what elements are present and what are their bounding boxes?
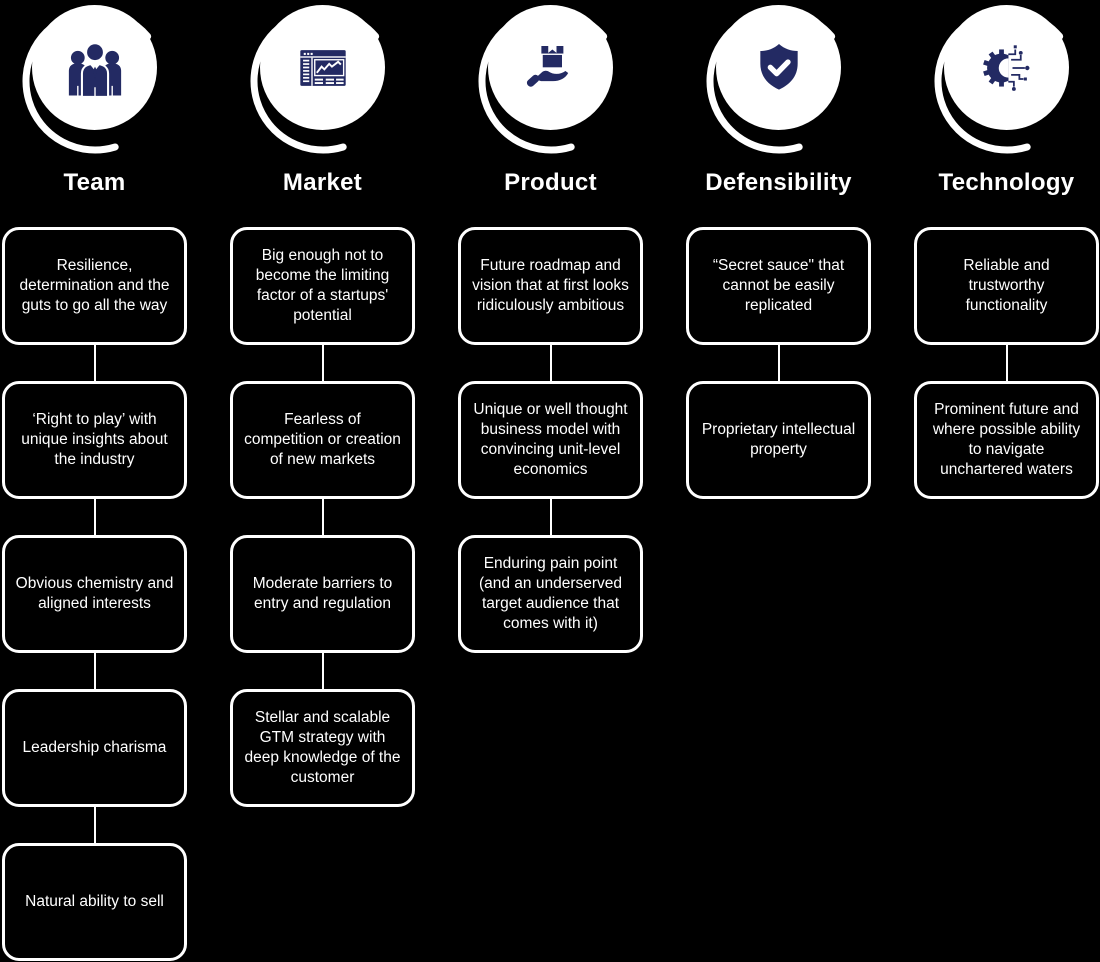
technology-header: Technology (914, 0, 1099, 227)
criteria-text: Stellar and scalable GTM strategy with d… (244, 709, 401, 786)
connector-line (93, 345, 96, 381)
connector-line (321, 345, 324, 381)
column-title: Market (282, 169, 363, 196)
column-title: Defensibility (705, 169, 852, 196)
criteria-text: Resilience, determination and the guts t… (19, 257, 170, 314)
criteria-box: “Secret sauce" that cannot be easily rep… (686, 227, 871, 345)
column-technology: Technology Reliable and trustworthy func… (914, 0, 1099, 499)
criteria-text: ‘Right to play’ with unique insights abo… (21, 411, 168, 468)
criteria-box: Natural ability to sell (2, 843, 187, 961)
column-title: Team (63, 169, 126, 196)
connector-line (1005, 345, 1008, 381)
team-circle (15, 0, 175, 160)
product-circle (471, 0, 631, 160)
column-title: Product (504, 169, 597, 196)
connector-line (321, 499, 324, 535)
criteria-box: Prominent future and where possible abil… (914, 381, 1099, 499)
connector-line (321, 653, 324, 689)
criteria-text: Leadership charisma (22, 739, 167, 756)
connector-line (93, 807, 96, 843)
criteria-text: Enduring pain point (and an underserved … (478, 555, 623, 632)
criteria-text: Fearless of competition or creation of n… (244, 411, 401, 468)
connector-line (549, 499, 552, 535)
icon-disc (716, 5, 841, 130)
connector-line (93, 499, 96, 535)
gear-circuit-icon (982, 44, 1029, 91)
defensibility-header: Defensibility (686, 0, 871, 227)
market-header: Market (230, 0, 415, 227)
criteria-box: Leadership charisma (2, 689, 187, 807)
icon-disc (32, 5, 157, 130)
criteria-text: Natural ability to sell (25, 893, 164, 910)
defensibility-circle (699, 0, 859, 160)
criteria-box: Proprietary intellectual property (686, 381, 871, 499)
criteria-box: Stellar and scalable GTM strategy with d… (230, 689, 415, 807)
criteria-text: Unique or well thought business model wi… (473, 401, 628, 478)
connector-line (777, 345, 780, 381)
criteria-box: Big enough not to become the limiting fa… (230, 227, 415, 345)
market-circle (243, 0, 403, 160)
criteria-box: ‘Right to play’ with unique insights abo… (2, 381, 187, 499)
criteria-box: Obvious chemistry and aligned interests (2, 535, 187, 653)
criteria-text: Big enough not to become the limiting fa… (255, 247, 390, 324)
criteria-text: Obvious chemistry and aligned interests (15, 575, 174, 612)
criteria-text: Future roadmap and vision that at first … (472, 257, 629, 314)
criteria-box: Reliable and trustworthy functionality (914, 227, 1099, 345)
criteria-box: Enduring pain point (and an underserved … (458, 535, 643, 653)
team-header: Team (2, 0, 187, 227)
column-market: Market Big enough not to become the limi… (230, 0, 415, 807)
icon-disc (944, 5, 1069, 130)
criteria-text: Prominent future and where possible abil… (932, 401, 1081, 478)
technology-circle (927, 0, 1087, 160)
criteria-text: Proprietary intellectual property (701, 421, 856, 458)
criteria-text: Moderate barriers to entry and regulatio… (252, 575, 393, 612)
connector-line (549, 345, 552, 381)
product-header: Product (458, 0, 643, 227)
column-team: Team Resilience, determination and the g… (2, 0, 187, 961)
criteria-box: Moderate barriers to entry and regulatio… (230, 535, 415, 653)
shield-check-icon (759, 43, 798, 90)
icon-disc (488, 5, 613, 130)
criteria-box: Resilience, determination and the guts t… (2, 227, 187, 345)
column-defensibility: Defensibility “Secret sauce" that cannot… (686, 0, 871, 499)
criteria-box: Fearless of competition or creation of n… (230, 381, 415, 499)
connector-line (93, 653, 96, 689)
criteria-box: Unique or well thought business model wi… (458, 381, 643, 499)
criteria-text: Reliable and trustworthy functionality (963, 257, 1050, 314)
team-people-icon (68, 41, 121, 98)
icon-disc (260, 5, 385, 130)
criteria-text: “Secret sauce" that cannot be easily rep… (712, 257, 845, 314)
market-analytics-icon (299, 49, 346, 86)
product-delivery-icon (526, 45, 568, 87)
column-title: Technology (938, 169, 1075, 196)
column-product: Product Future roadmap and vision that a… (458, 0, 643, 653)
criteria-box: Future roadmap and vision that at first … (458, 227, 643, 345)
